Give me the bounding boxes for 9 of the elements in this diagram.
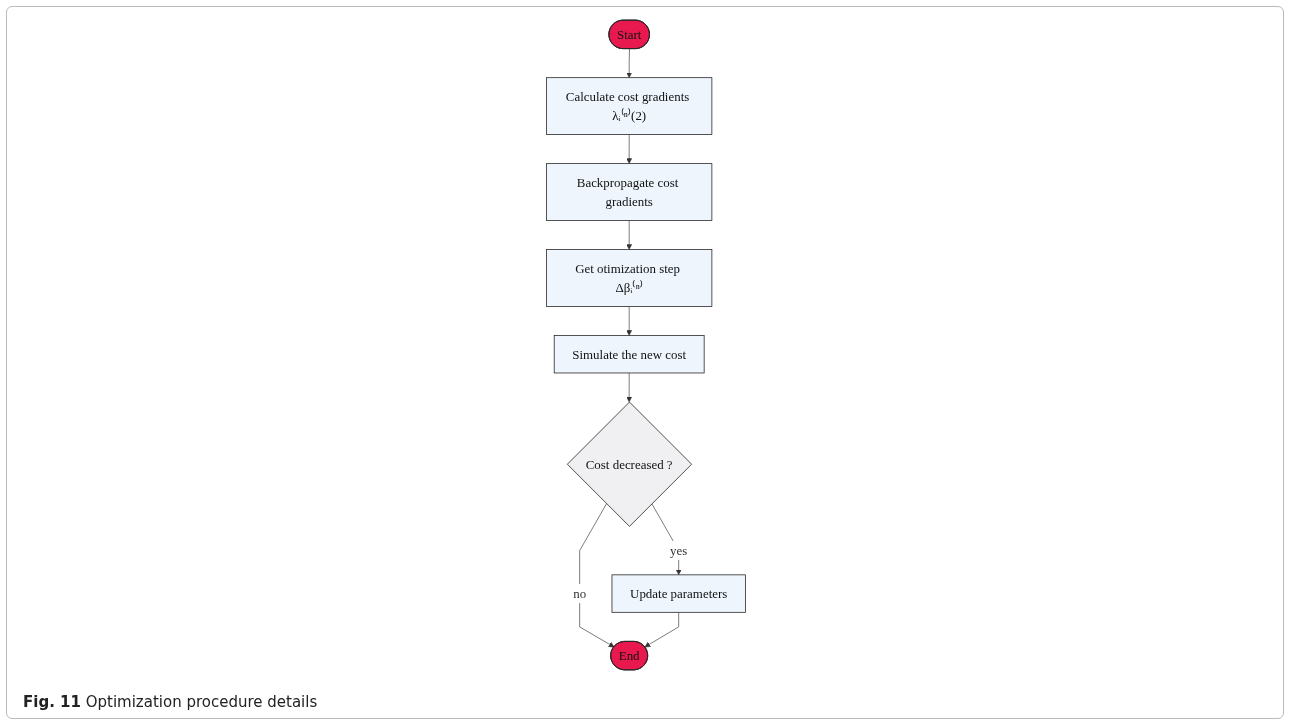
edge-label: yes	[670, 543, 688, 558]
node-box: Update parameters	[611, 574, 746, 613]
node-diamond: Cost decreased ?	[567, 401, 693, 527]
figure-caption: Fig. 11 Optimization procedure details	[23, 693, 318, 711]
node-box: Get otimization step Δβᵢ⁽ⁿ⁾	[546, 249, 713, 307]
edge-label: no	[573, 586, 587, 601]
node-box: Backpropagate cost gradients	[546, 163, 713, 221]
node-box: Simulate the new cost	[553, 335, 705, 374]
node-box: Calculate cost gradients λᵢ⁽ⁿ⁾(2)	[546, 77, 713, 135]
